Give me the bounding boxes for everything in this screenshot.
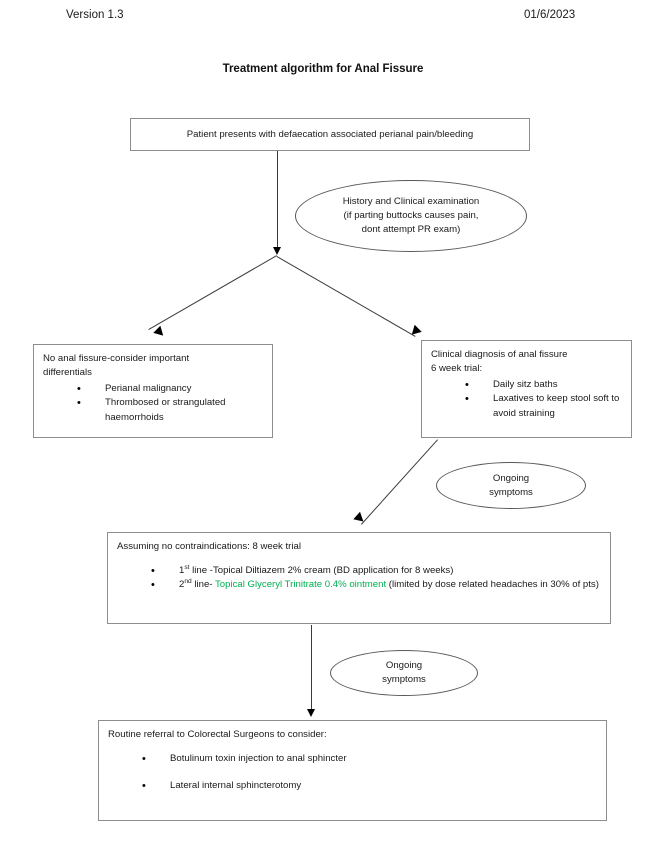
list-item: Daily sitz baths xyxy=(431,377,622,394)
node-eight-week-trial: Assuming no contraindications: 8 week tr… xyxy=(107,532,611,624)
eight-week-bullet-2-highlight: Topical Glyceryl Trinitrate 0.4% ointmen… xyxy=(214,579,387,591)
no-fissure-line-2: differentials xyxy=(43,366,92,378)
arrowhead-left-icon xyxy=(153,325,167,340)
list-item: 1st line -Topical Diltiazem 2% cream (BD… xyxy=(117,563,601,580)
node-no-anal-fissure: No anal fissure-consider important diffe… xyxy=(33,344,273,438)
eight-week-bullet-1-ordinal-suffix: st xyxy=(184,563,190,571)
list-item: Botulinum toxin injection to anal sphinc… xyxy=(108,751,597,768)
no-fissure-line-1: No anal fissure-consider important xyxy=(43,353,190,364)
ongoing-1-line-1: Ongoing xyxy=(492,472,530,484)
history-line-2: (if parting buttocks causes pain, xyxy=(343,210,479,222)
node-history-clinical-examination: History and Clinical examination (if par… xyxy=(295,180,527,252)
list-item: 2nd line- Topical Glyceryl Trinitrate 0.… xyxy=(117,577,601,594)
referral-heading: Routine referral to Colorectal Surgeons … xyxy=(108,729,327,740)
eight-week-heading: Assuming no contraindications: 8 week tr… xyxy=(117,541,301,552)
node-routine-referral: Routine referral to Colorectal Surgeons … xyxy=(98,720,607,821)
ongoing-2-line-2: symptoms xyxy=(382,674,426,685)
connector-branch-left xyxy=(148,255,277,330)
eight-week-bullet-2-ordinal-suffix: nd xyxy=(184,578,192,586)
arrowhead-downleft-icon xyxy=(353,511,367,526)
node-ongoing-symptoms-1: Ongoing symptoms xyxy=(436,462,586,509)
list-item: Thrombosed or strangulated haemorrhoids xyxy=(43,395,263,425)
list-item: Perianal malignancy xyxy=(43,381,263,398)
node-patient-presentation-text: Patient presents with defaecation associ… xyxy=(186,129,474,140)
ongoing-1-line-2: symptoms xyxy=(489,486,533,498)
connector-diagnosis-to-eight-week xyxy=(360,439,438,525)
eight-week-bullet-list: 1st line -Topical Diltiazem 2% cream (BD… xyxy=(117,563,601,594)
history-line-1: History and Clinical examination xyxy=(342,196,480,208)
connector-presentation-to-branch xyxy=(277,151,278,248)
history-line-3: dont attempt PR exam) xyxy=(361,223,461,235)
list-item: Laxatives to keep stool soft to avoid st… xyxy=(431,391,622,421)
no-fissure-bullet-list: Perianal malignancy Thrombosed or strang… xyxy=(43,381,263,425)
arrowhead-down-icon xyxy=(273,247,281,255)
list-item: Lateral internal sphincterotomy xyxy=(108,778,597,795)
page-title: Treatment algorithm for Anal Fissure xyxy=(222,63,424,75)
eight-week-bullet-2-text-after: (limited by dose related headaches in 30… xyxy=(386,579,599,591)
ongoing-2-line-1: Ongoing xyxy=(385,660,423,672)
connector-eight-week-to-referral xyxy=(311,625,312,711)
arrowhead-down-icon xyxy=(307,709,315,717)
eight-week-bullet-1-ordinal: 1 xyxy=(179,564,185,576)
diagnosis-line-1: Clinical diagnosis of anal fissure xyxy=(431,349,568,360)
arrowhead-right-icon xyxy=(408,324,422,339)
version-label: Version 1.3 xyxy=(66,9,124,21)
eight-week-bullet-2-text-before: line- xyxy=(191,579,215,591)
referral-bullet-list: Botulinum toxin injection to anal sphinc… xyxy=(108,751,597,795)
eight-week-bullet-2-ordinal: 2 xyxy=(179,579,185,591)
connector-branch-right xyxy=(276,256,416,337)
node-ongoing-symptoms-2: Ongoing symptoms xyxy=(330,650,478,696)
eight-week-bullet-1-text: line -Topical Diltiazem 2% cream (BD app… xyxy=(189,564,454,576)
diagnosis-line-2: 6 week trial: xyxy=(431,362,483,374)
node-patient-presentation: Patient presents with defaecation associ… xyxy=(130,118,530,151)
diagnosis-bullet-list: Daily sitz baths Laxatives to keep stool… xyxy=(431,377,622,421)
node-clinical-diagnosis: Clinical diagnosis of anal fissure 6 wee… xyxy=(421,340,632,438)
date-label: 01/6/2023 xyxy=(524,9,576,21)
